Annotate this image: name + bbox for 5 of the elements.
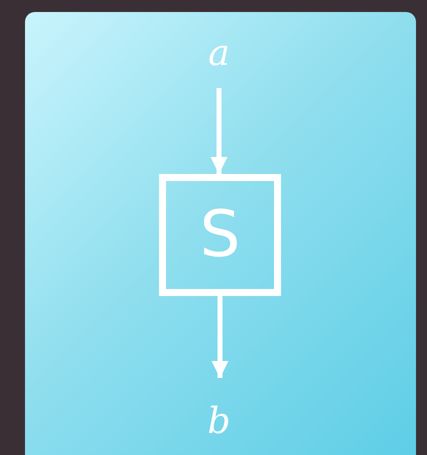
variable-label: a bbox=[196, 36, 242, 88]
process-box: S bbox=[159, 174, 281, 296]
arrow bbox=[212, 296, 228, 378]
arrow bbox=[210, 88, 228, 174]
variable-label: b bbox=[196, 378, 242, 440]
